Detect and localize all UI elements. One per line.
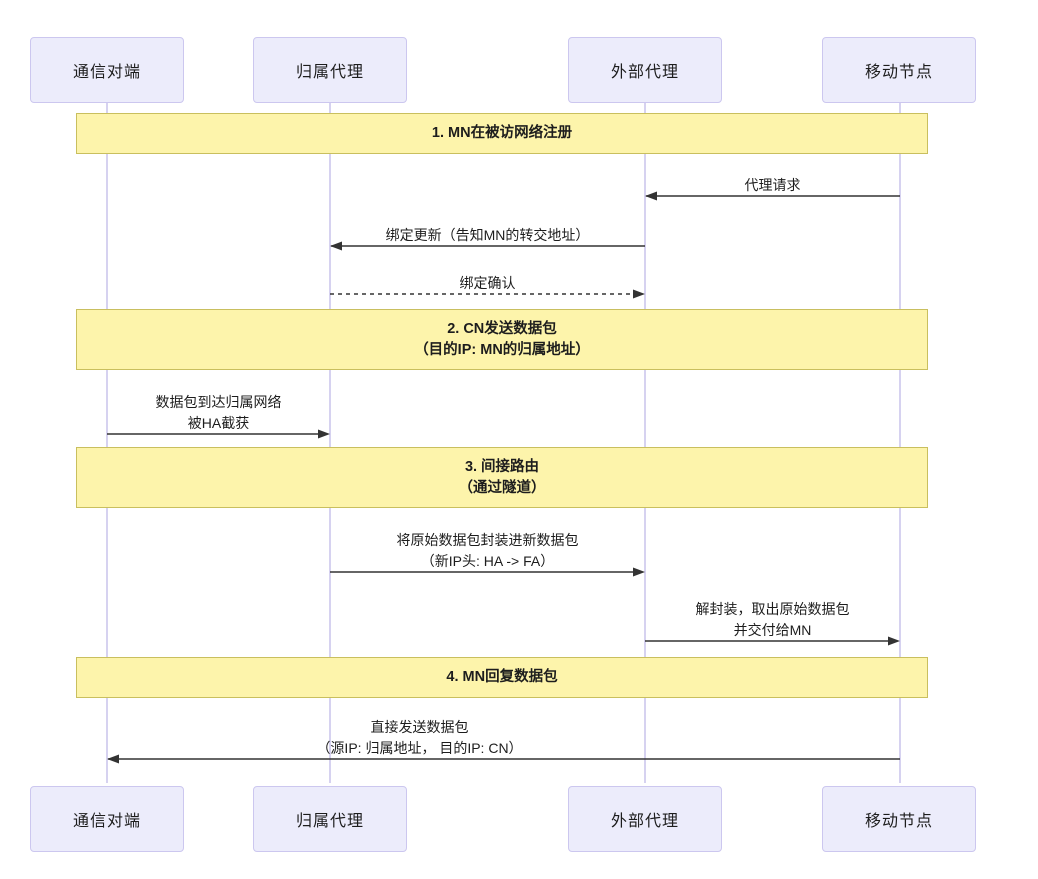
note-step-3-line-2: （通过隧道） xyxy=(458,479,546,496)
note-step-3-line-1: 3. 间接路由 xyxy=(464,458,540,475)
note-step-1-line-1: 1. MN在被访网络注册 xyxy=(431,125,573,141)
lifeline-mn xyxy=(899,103,901,783)
message-binding-update[interactable]: 绑定更新（告知MN的转交地址） xyxy=(330,212,645,252)
note-step-2-line-2: （目的IP: MN的归属地址） xyxy=(414,341,590,358)
note-step-2-line-1: 2. CN发送数据包 xyxy=(447,320,557,337)
message-packet-intercepted[interactable]: 数据包到达归属网络 被HA截获 xyxy=(107,380,330,440)
arrow-right-to-left-icon xyxy=(645,191,900,201)
actor-bottom-mn[interactable]: 移动节点 xyxy=(822,786,976,852)
arrow-left-to-right-icon xyxy=(645,636,900,646)
message-binding-ack-label: 绑定确认 xyxy=(459,275,516,291)
actor-bottom-cn[interactable]: 通信对端 xyxy=(30,786,184,852)
note-step-2: 2. CN发送数据包 （目的IP: MN的归属地址） xyxy=(76,309,928,370)
actor-top-cn[interactable]: 通信对端 xyxy=(30,37,184,103)
message-proxy-request[interactable]: 代理请求 xyxy=(645,162,900,202)
message-proxy-request-label: 代理请求 xyxy=(744,177,801,193)
note-step-1: 1. MN在被访网络注册 xyxy=(76,113,928,154)
note-step-3: 3. 间接路由 （通过隧道） xyxy=(76,447,928,508)
message-packet-intercepted-label: 数据包到达归属网络 被HA截获 xyxy=(155,394,282,431)
arrow-left-to-right-dashed-icon xyxy=(330,289,645,299)
actor-bottom-fa[interactable]: 外部代理 xyxy=(568,786,722,852)
note-step-4: 4. MN回复数据包 xyxy=(76,657,928,698)
actor-top-mn[interactable]: 移动节点 xyxy=(822,37,976,103)
note-step-4-line-1: 4. MN回复数据包 xyxy=(446,669,558,685)
message-decapsulate[interactable]: 解封装，取出原始数据包 并交付给MN xyxy=(645,587,900,647)
actor-bottom-ha[interactable]: 归属代理 xyxy=(253,786,407,852)
lifeline-fa xyxy=(644,103,646,783)
message-encapsulate[interactable]: 将原始数据包封装进新数据包 （新IP头: HA -> FA） xyxy=(330,518,645,578)
arrow-right-to-left-icon xyxy=(107,754,900,764)
message-decapsulate-label: 解封装，取出原始数据包 并交付给MN xyxy=(695,601,850,638)
message-binding-update-label: 绑定更新（告知MN的转交地址） xyxy=(385,227,590,243)
actor-top-fa[interactable]: 外部代理 xyxy=(568,37,722,103)
arrow-left-to-right-icon xyxy=(330,567,645,577)
message-encapsulate-label: 将原始数据包封装进新数据包 （新IP头: HA -> FA） xyxy=(396,532,579,569)
message-direct-reply-label: 直接发送数据包 （源IP: 归属地址， 目的IP: CN） xyxy=(316,719,523,756)
arrow-right-to-left-icon xyxy=(330,241,645,251)
message-direct-reply[interactable]: 直接发送数据包 （源IP: 归属地址， 目的IP: CN） xyxy=(107,705,900,765)
actor-top-ha[interactable]: 归属代理 xyxy=(253,37,407,103)
lifeline-ha xyxy=(329,103,331,783)
arrow-left-to-right-icon xyxy=(107,429,330,439)
lifeline-cn xyxy=(106,103,108,783)
message-binding-ack[interactable]: 绑定确认 xyxy=(330,260,645,300)
